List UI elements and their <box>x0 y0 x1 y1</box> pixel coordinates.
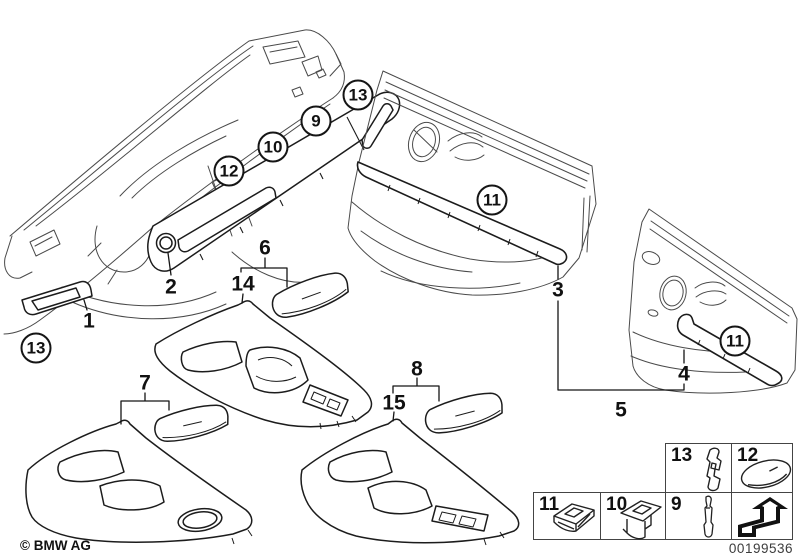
callout-circle-12[interactable]: 12 <box>213 155 245 187</box>
part-label-2[interactable]: 2 <box>165 275 177 299</box>
center-console-14-drawing <box>155 301 372 429</box>
leader-lines <box>84 253 684 424</box>
legend-label-13: 13 <box>671 445 693 466</box>
callout-circle-11-rear-door[interactable]: 11 <box>719 325 751 357</box>
legend-label-12: 12 <box>737 445 759 466</box>
part-label-14[interactable]: 14 <box>231 272 255 296</box>
console-7-drawing <box>26 420 252 544</box>
legend-cell-12[interactable]: 12 <box>731 443 793 493</box>
legend-cell-arrow[interactable] <box>731 492 793 540</box>
direction-of-travel-arrow-icon <box>738 497 788 537</box>
part-label-15[interactable]: 15 <box>382 391 406 415</box>
expanding-rivet-icon <box>700 494 716 540</box>
armrest-lid-trim-8-drawing <box>421 387 507 439</box>
legend-label-9: 9 <box>671 494 682 515</box>
callout-circle-10[interactable]: 10 <box>257 131 289 163</box>
callout-circle-9[interactable]: 9 <box>300 105 332 137</box>
legend-cell-10[interactable]: 10 <box>600 492 666 540</box>
retaining-clip-icon <box>702 446 728 492</box>
legend-cell-9[interactable]: 9 <box>665 492 732 540</box>
armrest-lid-trim-7-drawing <box>151 400 232 447</box>
dashboard-trim-strip-drawing <box>148 92 400 271</box>
console-15-drawing <box>301 419 519 545</box>
legend-label-11: 11 <box>539 494 560 515</box>
part-label-7[interactable]: 7 <box>139 371 151 395</box>
rear-door-panel-sketch <box>629 209 797 393</box>
left-trim-piece-drawing <box>22 281 92 314</box>
part-label-4[interactable]: 4 <box>678 362 690 386</box>
document-number: 00199536 <box>728 541 793 556</box>
front-door-trim-strip-drawing <box>357 162 566 264</box>
callout-circle-13-dash[interactable]: 13 <box>342 79 374 111</box>
callout-circle-13-left[interactable]: 13 <box>20 332 52 364</box>
dashboard-sketch <box>4 30 344 334</box>
part-label-6[interactable]: 6 <box>259 236 271 260</box>
grommet-clip-icon <box>548 498 600 540</box>
copyright-notice: © BMW AG <box>20 538 91 553</box>
snap-fastener-icon <box>613 497 665 541</box>
part-label-8[interactable]: 8 <box>411 357 423 381</box>
part-label-3[interactable]: 3 <box>552 278 564 302</box>
cover-cap-icon <box>736 454 794 492</box>
legend-label-10: 10 <box>606 494 628 515</box>
legend-cell-13[interactable]: 13 <box>665 443 732 493</box>
callout-circle-11-front-door[interactable]: 11 <box>476 184 508 216</box>
legend-cell-11[interactable]: 11 <box>533 492 601 540</box>
armrest-lid-trim-6-drawing <box>267 266 353 324</box>
part-label-1[interactable]: 1 <box>83 309 95 333</box>
part-label-5[interactable]: 5 <box>615 398 627 422</box>
front-door-panel-sketch <box>348 71 596 295</box>
